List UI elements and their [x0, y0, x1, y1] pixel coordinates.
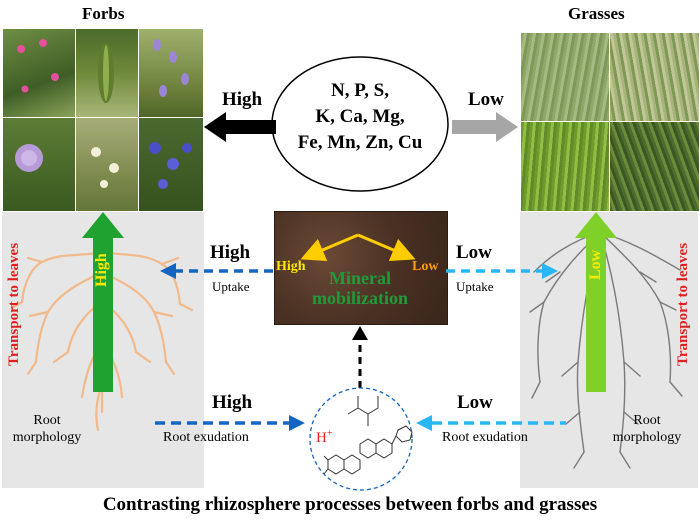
forbs-morphology-line-2: morphology: [12, 430, 82, 445]
grasses-photo-4: [609, 121, 700, 212]
forbs-uptake-label: Uptake: [212, 279, 250, 294]
grasses-photo-1: [520, 32, 610, 122]
proton-label: H+: [316, 428, 332, 447]
low-flux-arrow: [452, 112, 518, 142]
proton-symbol: H: [316, 430, 327, 446]
grasses-photo-2: [609, 32, 700, 122]
forbs-morphology-label: Root morphology: [8, 412, 86, 446]
forbs-title: Forbs: [82, 4, 125, 23]
grasses-morphology-line-1: Root: [633, 413, 661, 428]
grasses-photo-grid: [520, 32, 700, 212]
forbs-photo-6: [138, 117, 204, 212]
proton-charge: +: [326, 428, 333, 439]
nutrient-line-3: Fe, Mn, Zn, Cu: [297, 132, 423, 153]
grasses-transport-arrow: [575, 212, 617, 392]
forbs-transport-label: Transport to leaves: [6, 242, 22, 366]
grasses-transport-label: Transport to leaves: [675, 242, 691, 366]
mineral-mobilization-line-1: Mineral: [329, 268, 391, 288]
grasses-exudation-label: Root exudation: [442, 430, 528, 445]
grasses-exudation-level: Low: [457, 392, 493, 413]
white-flower-icon: [91, 147, 119, 188]
mineral-mobilization-line-2: mobilization: [311, 288, 408, 308]
mineral-mobilization-label: Mineral mobilization: [274, 268, 446, 308]
grasses-exudation-arrow: [416, 415, 566, 431]
grasses-photo-3: [520, 121, 610, 212]
grasses-arrow-level: Low: [587, 249, 604, 281]
forbs-exudation-arrow: [155, 415, 305, 431]
high-flux-arrow: [204, 112, 276, 142]
grasses-uptake-arrow: [446, 263, 558, 279]
spike-plant-icon: [98, 43, 114, 103]
grasses-uptake-label: Uptake: [456, 279, 494, 294]
pink-flower-icon: [17, 39, 59, 93]
forbs-exudation-level: High: [212, 392, 253, 413]
forbs-flux-level: High: [222, 89, 263, 110]
figure-caption: Contrasting rhizosphere processes betwee…: [102, 494, 598, 515]
nutrient-line-2: K, Ca, Mg,: [315, 106, 405, 127]
exudate-to-soil-arrow: [352, 326, 368, 388]
forbs-photo-grid: [2, 28, 204, 212]
grasses-title: Grasses: [568, 4, 625, 23]
grasses-morphology-label: Root morphology: [604, 412, 690, 446]
forbs-transport-arrow: [82, 212, 124, 392]
soil-box: [274, 211, 448, 325]
forbs-uptake-arrow: [160, 263, 274, 279]
soil-high-label: High: [276, 259, 306, 274]
grasses-flux-level: Low: [468, 89, 504, 110]
forbs-photo-1: [2, 28, 76, 118]
allium-flower-icon: [15, 144, 43, 172]
larkspur-icon: [149, 142, 192, 189]
forbs-exudation-label: Root exudation: [163, 430, 249, 445]
bellflower-icon: [153, 39, 189, 97]
nutrient-line-1: N, P, S,: [331, 80, 389, 101]
forbs-arrow-level: High: [93, 253, 110, 287]
molecule-structure-icon: [323, 396, 413, 475]
forbs-photo-5: [75, 117, 139, 212]
grasses-morphology-line-2: morphology: [612, 430, 682, 445]
forbs-uptake-level: High: [210, 242, 251, 263]
exudate-circle: [309, 387, 413, 491]
forbs-morphology-line-1: Root: [33, 413, 61, 428]
forbs-photo-3: [138, 28, 204, 118]
grasses-uptake-level: Low: [456, 242, 492, 263]
forbs-photo-4: [2, 117, 76, 212]
soil-low-label: Low: [412, 259, 439, 274]
forbs-photo-2: [75, 28, 139, 118]
mobilization-arrows: [300, 233, 416, 262]
